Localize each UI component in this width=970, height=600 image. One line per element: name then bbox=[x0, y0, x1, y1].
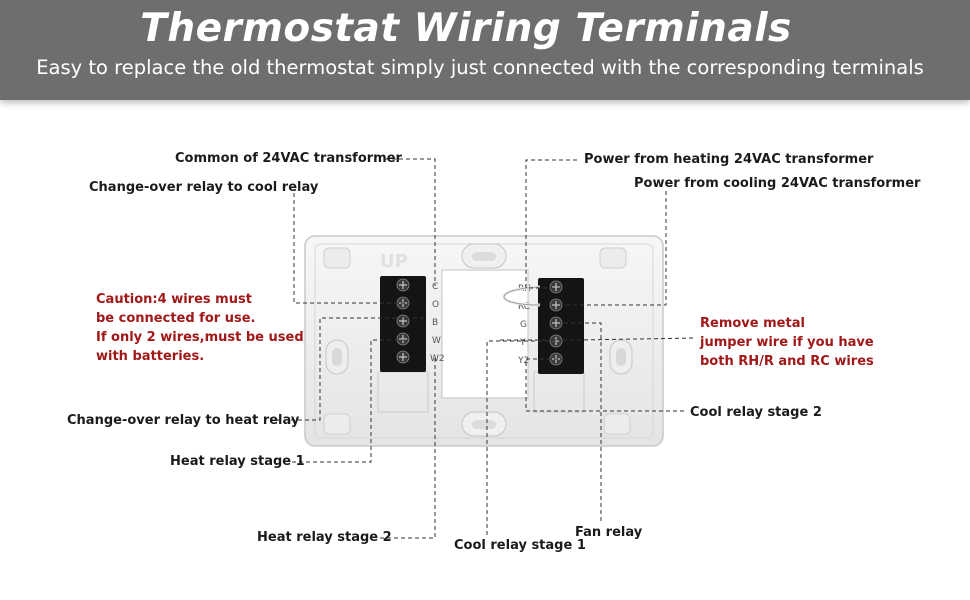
terminal-g: G bbox=[520, 320, 527, 330]
label-cool-stage1: Cool relay stage 1 bbox=[454, 538, 586, 553]
caution-line: with batteries. bbox=[96, 349, 205, 364]
left-terminal-block: C O B W W2 bbox=[380, 276, 445, 372]
jumper-note: Remove metal jumper wire if you have bot… bbox=[700, 314, 874, 371]
terminal-b: B bbox=[432, 318, 438, 328]
caution-line: Caution:4 wires must bbox=[96, 292, 252, 307]
page-subtitle: Easy to replace the old thermostat simpl… bbox=[36, 56, 924, 79]
page-title: Thermostat Wiring Terminals bbox=[140, 6, 792, 51]
label-power-heating: Power from heating 24VAC transformer bbox=[584, 152, 874, 167]
label-fan-relay: Fan relay bbox=[575, 525, 643, 540]
leader-lines bbox=[277, 158, 694, 539]
jumper-note-line: jumper wire if you have bbox=[700, 335, 874, 350]
mounting-plate: UP bbox=[304, 235, 664, 447]
right-terminal-block: RH RC G Y Y2 bbox=[502, 278, 584, 374]
label-changeover-cool: Change-over relay to cool relay bbox=[89, 180, 319, 195]
terminal-rc: RC bbox=[518, 302, 530, 312]
terminal-y2: Y2 bbox=[517, 356, 529, 366]
caution-line: If only 2 wires,must be used bbox=[96, 330, 304, 345]
label-changeover-heat: Change-over relay to heat relay bbox=[67, 413, 300, 428]
terminal-w: W bbox=[432, 336, 441, 346]
caution-note: Caution:4 wires must be connected for us… bbox=[96, 290, 304, 366]
terminal-w2: W2 bbox=[430, 354, 445, 364]
label-common: Common of 24VAC transformer bbox=[175, 151, 402, 166]
jumper-note-line: Remove metal bbox=[700, 316, 805, 331]
label-power-cooling: Power from cooling 24VAC transformer bbox=[634, 176, 921, 191]
jumper-note-line: both RH/R and RC wires bbox=[700, 354, 874, 369]
header-banner: Thermostat Wiring Terminals Easy to repl… bbox=[0, 0, 970, 100]
label-cool-stage2: Cool relay stage 2 bbox=[690, 405, 822, 420]
terminal-o: O bbox=[432, 300, 439, 310]
caution-line: be connected for use. bbox=[96, 311, 256, 326]
plate-mark: UP bbox=[380, 251, 408, 272]
terminal-y: Y bbox=[519, 338, 526, 348]
jumper-wire-outline bbox=[503, 286, 541, 306]
terminal-c: C bbox=[432, 282, 438, 292]
label-heat-stage1: Heat relay stage 1 bbox=[170, 454, 305, 469]
label-heat-stage2: Heat relay stage 2 bbox=[257, 530, 392, 545]
